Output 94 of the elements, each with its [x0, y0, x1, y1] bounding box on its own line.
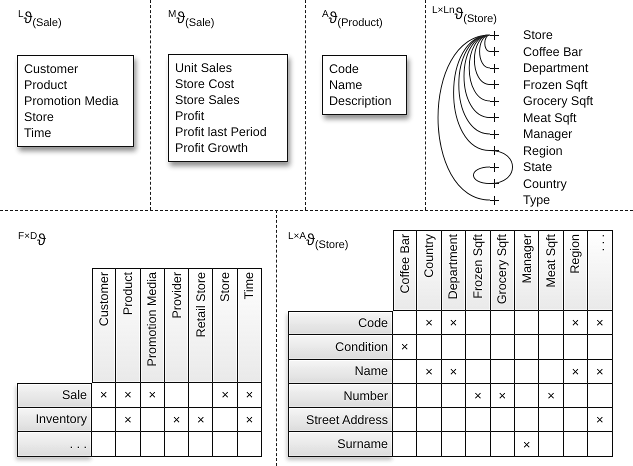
attribute-name: Customer	[24, 61, 80, 77]
panel-title: $^{L×A}$ϑ$_{(Store)}$	[288, 232, 348, 251]
panel-title: $^{A}$ϑ$_{(Product)}$	[322, 10, 383, 29]
column-header-cell: Retail Store	[189, 268, 214, 383]
row-header-cell: Inventory	[17, 408, 92, 432]
cross-mark-cell: ×	[417, 360, 442, 384]
cross-mark-cell: ×	[466, 384, 491, 408]
attribute-name: Store Sales	[175, 92, 241, 108]
hierarchy-arc	[474, 34, 490, 85]
hierarchy-arc	[473, 166, 490, 184]
hierarchy-level	[490, 126, 572, 142]
attribute-list-box	[168, 54, 288, 162]
column-header-cell: Grocery Sqft	[490, 230, 515, 311]
attribute-name: Store	[24, 109, 55, 125]
column-header-cell: . . .	[588, 230, 613, 311]
attribute-list-box	[17, 55, 134, 147]
hierarchy-arc	[453, 34, 490, 151]
column-header-cell: Time	[238, 268, 262, 383]
cross-mark-cell: ×	[116, 408, 141, 432]
cross-mark-cell: ×	[238, 408, 262, 432]
column-header-cell: Coffee Bar	[393, 230, 418, 311]
level-name: Department	[523, 61, 588, 75]
hierarchy-arc	[468, 34, 490, 102]
hierarchy-arc	[458, 34, 490, 134]
column-header-cell: Promotion Media	[140, 268, 165, 383]
cross-mark-cell: ×	[588, 311, 613, 336]
panel-title: $^{M}$ϑ$_{(Sale)}$	[168, 10, 214, 29]
hierarchy-arc	[484, 34, 490, 52]
cross-mark-cell: ×	[539, 384, 564, 408]
row-header-cell: Sale	[17, 383, 92, 408]
row-header-cell: Condition	[288, 335, 393, 360]
level-name: Region	[523, 144, 563, 158]
level-name: Country	[523, 176, 567, 190]
cross-mark-cell: ×	[588, 360, 613, 384]
column-header-cell: Meat Sqft	[539, 230, 564, 311]
column-header-cell: Department	[442, 230, 466, 311]
hierarchy-level	[490, 93, 594, 109]
row-header-cell: Surname	[288, 432, 393, 457]
hierarchy-arc	[438, 34, 490, 200]
column-header-cell: Provider	[164, 268, 190, 383]
column-header-cell: Customer	[92, 268, 116, 383]
cross-mark-cell: ×	[514, 432, 540, 457]
hierarchy-level	[490, 192, 550, 208]
attribute-name: Time	[24, 125, 52, 141]
attribute-list-box	[322, 55, 407, 115]
column-header-cell: Store	[213, 268, 238, 383]
row-header-cell: Name	[288, 360, 393, 384]
level-name: Manager	[523, 127, 572, 141]
attribute-name: Code	[329, 61, 360, 77]
attribute-name: Unit Sales	[175, 60, 233, 76]
hierarchy-arc	[464, 34, 490, 118]
cross-mark-cell: ×	[490, 384, 515, 408]
level-name: Type	[523, 193, 550, 207]
cross-mark-cell: ×	[92, 383, 116, 408]
level-name: State	[523, 160, 552, 174]
attribute-name: Profit Growth	[175, 140, 249, 156]
column-header-cell: Product	[116, 268, 141, 383]
attribute-name: Product	[24, 77, 68, 93]
row-header-cell: Code	[288, 311, 393, 336]
attribute-name: Name	[329, 77, 364, 93]
row-header-cell: . . .	[17, 432, 92, 456]
attribute-name: Promotion Media	[24, 93, 120, 109]
attribute-name: Description	[329, 93, 393, 109]
column-header-cell: Country	[417, 230, 442, 311]
attribute-name: Store Cost	[175, 76, 236, 92]
cross-mark-cell: ×	[164, 408, 190, 432]
level-name: Store	[523, 28, 553, 42]
cross-mark-cell: ×	[588, 408, 613, 432]
panel-title: $^{L}$ϑ$_{(Sale)}$	[18, 10, 62, 29]
cross-mark-cell: ×	[116, 383, 141, 408]
level-name: Coffee Bar	[523, 44, 583, 58]
cross-mark-cell: ×	[140, 383, 165, 408]
level-name: Frozen Sqft	[523, 78, 588, 92]
cross-mark-cell: ×	[189, 408, 214, 432]
row-header-cell: Number	[288, 384, 393, 408]
column-header-cell: Manager	[514, 230, 540, 311]
cross-mark-cell: ×	[442, 360, 466, 384]
column-header-cell: Region	[564, 230, 588, 311]
cross-mark-cell: ×	[564, 360, 588, 384]
column-header-cell: Frozen Sqft	[466, 230, 491, 311]
cross-mark-cell: ×	[238, 383, 262, 408]
cross-mark-cell: ×	[213, 383, 238, 408]
attribute-name: Profit last Period	[175, 124, 268, 140]
hierarchy-arc	[479, 34, 490, 68]
level-name: Meat Sqft	[523, 110, 576, 124]
row-header-cell: Street Address	[288, 408, 393, 432]
attribute-name: Profit	[175, 108, 206, 124]
cross-mark-cell: ×	[417, 311, 442, 336]
panel-title: $^{F×D}$ϑ	[18, 232, 46, 249]
cross-mark-cell: ×	[442, 311, 466, 336]
cross-mark-cell: ×	[564, 311, 588, 336]
cross-mark-cell: ×	[393, 335, 418, 360]
level-name: Grocery Sqft	[523, 94, 594, 108]
hierarchy-level	[490, 60, 588, 76]
